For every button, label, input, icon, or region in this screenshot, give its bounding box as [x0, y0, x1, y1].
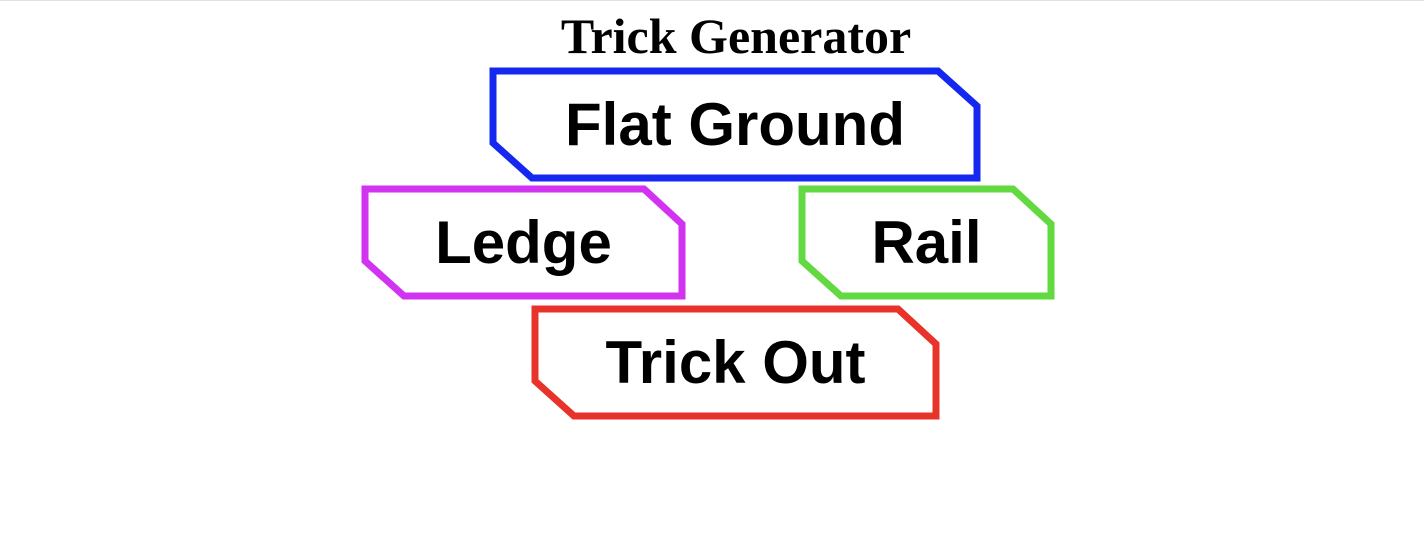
ledge-button-label: Ledge — [435, 209, 612, 276]
rail-button-label: Rail — [871, 209, 982, 276]
trick-out-button-frame — [531, 305, 940, 420]
rail-button[interactable]: Rail — [798, 185, 1055, 300]
page-title: Trick Generator — [560, 8, 912, 64]
rail-button-frame — [798, 185, 1055, 300]
ledge-button-frame — [361, 185, 686, 300]
flat-ground-button-frame — [489, 67, 981, 182]
trick-out-button-label: Trick Out — [605, 329, 866, 396]
flat-ground-button[interactable]: Flat Ground — [489, 67, 981, 182]
trick-out-button[interactable]: Trick Out — [531, 305, 940, 420]
ledge-button[interactable]: Ledge — [361, 185, 686, 300]
flat-ground-button-label: Flat Ground — [565, 91, 905, 158]
